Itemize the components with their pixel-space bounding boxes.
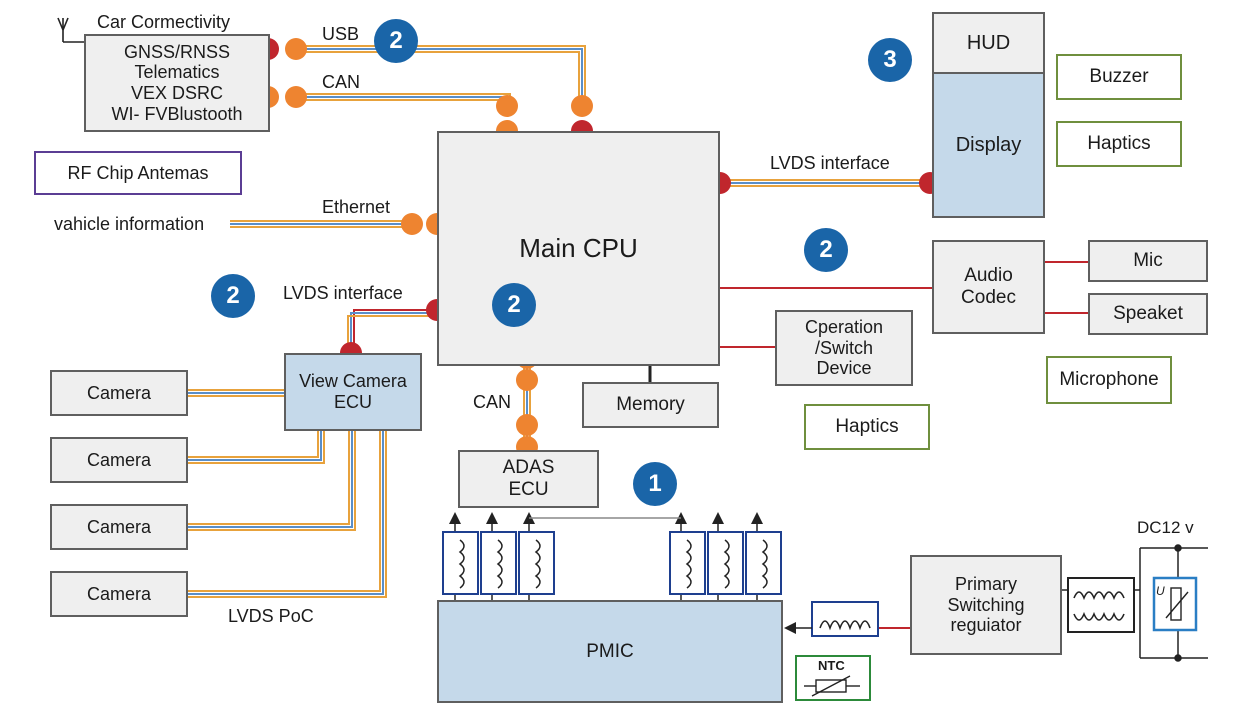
view-camera-ecu-box: View Camera ECU: [284, 353, 422, 431]
ntc-thermistor-icon: [795, 655, 871, 701]
lvds-right-label: LVDS interface: [770, 153, 890, 173]
badge-pmic: 1: [633, 462, 677, 506]
display-box: Display: [932, 72, 1045, 218]
primary-switching-regulator-box: Primary Switching reguiator: [910, 555, 1062, 655]
common-mode-choke: [1062, 577, 1140, 633]
memory-box: Memory: [582, 382, 719, 428]
vdr-icon: [1152, 576, 1198, 632]
bluetooth-label: WI- FVBlustooth: [111, 103, 243, 124]
adas-ecu-box: ADAS ECU: [458, 450, 599, 508]
pmic-box: PMIC: [437, 600, 783, 703]
camera-3-box: Camera: [50, 504, 188, 550]
lvds-left-label: LVDS interface: [283, 283, 403, 303]
telematics-label: Telematics: [134, 62, 220, 83]
control-wires: [720, 261, 1088, 629]
can-top-bus: [296, 93, 511, 106]
ethernet-bus: [230, 220, 412, 228]
main-cpu-box: Main CPU: [437, 131, 720, 366]
pmic-inductors: [442, 531, 782, 595]
car-connectivity-box: GNSS/RNSS Telematics VEX DSRC WI- FVBlus…: [84, 34, 270, 132]
can-bottom-label: CAN: [473, 392, 512, 412]
vdr-symbol-label: U: [1156, 584, 1165, 598]
ntc-label: NTC: [818, 658, 845, 673]
badge-usb: 2: [374, 19, 418, 63]
haptics-right-box: Haptics: [1056, 121, 1182, 167]
mic-box: Mic: [1088, 240, 1208, 282]
badge-view-camera: 2: [211, 274, 255, 318]
badge-hud: 3: [868, 38, 912, 82]
rf-chip-antennas-box: RF Chip Antemas: [34, 151, 242, 195]
speaker-box: Speaket: [1088, 293, 1208, 335]
dc-input-rails: [1139, 544, 1208, 662]
camera-buses: [188, 389, 387, 598]
buzzer-box: Buzzer: [1056, 54, 1182, 100]
haptics-bottom-box: Haptics: [804, 404, 930, 450]
badge-center: 2: [492, 283, 536, 327]
ethernet-label: Ethernet: [322, 197, 391, 217]
car-connectivity-title: Car Cormectivity: [97, 12, 231, 32]
dc-supply-label: DC12 v: [1137, 518, 1194, 537]
hud-box: HUD: [932, 12, 1045, 74]
camera-2-box: Camera: [50, 437, 188, 483]
microphone-box: Microphone: [1046, 356, 1172, 404]
lvds-poc-label: LVDS PoC: [228, 606, 314, 626]
antenna-icon: [57, 17, 85, 43]
usb-label: USB: [322, 24, 360, 44]
operation-switch-box: Cperation /Switch Device: [775, 310, 913, 386]
lvds-left-bus: [347, 309, 437, 353]
camera-4-box: Camera: [50, 571, 188, 617]
input-inductor: [811, 601, 879, 637]
vehicle-information-label: vahicle information: [54, 214, 205, 234]
inductor-coils: [458, 539, 768, 589]
badge-audio: 2: [804, 228, 848, 272]
audio-codec-box: Audio Codec: [932, 240, 1045, 334]
camera-1-box: Camera: [50, 370, 188, 416]
gnss-label: GNSS/RNSS: [123, 41, 231, 62]
can-top-label: CAN: [322, 72, 361, 92]
lvds-right-bus: [720, 179, 930, 187]
dsrc-label: VEX DSRC: [130, 83, 224, 103]
